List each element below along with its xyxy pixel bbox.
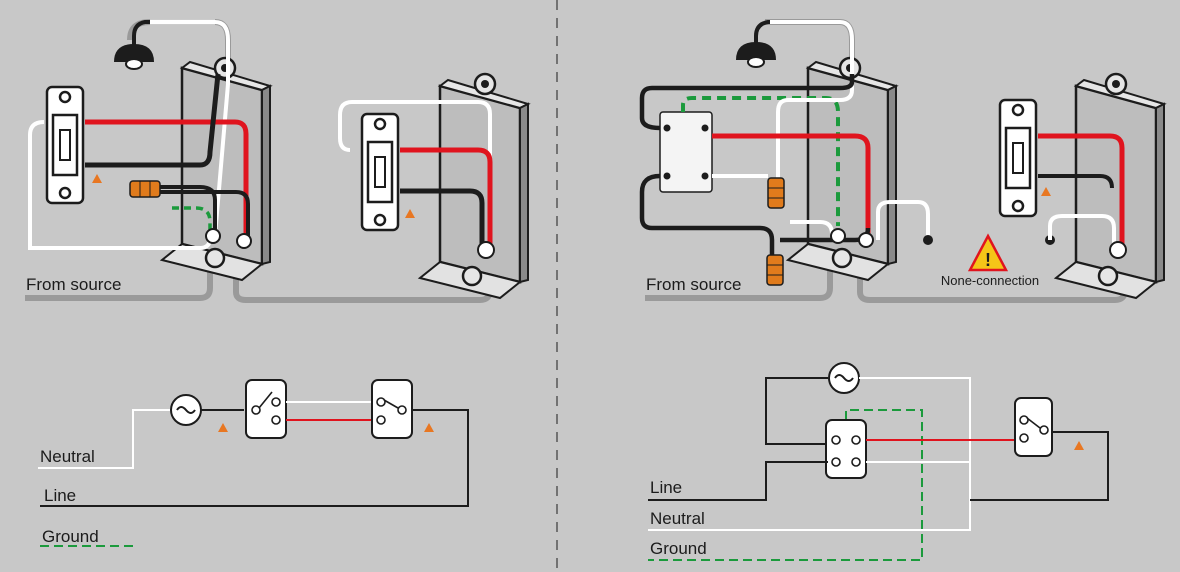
top-right-diagram: ! None-connection From source	[639, 19, 1166, 303]
warning-icon: !	[967, 233, 1009, 272]
lamp-icon	[736, 20, 776, 68]
from-source-label: From source	[26, 275, 121, 294]
smart-switch-module	[659, 111, 713, 193]
schematic-smart-switch	[825, 419, 867, 479]
legend-ground: Ground	[650, 539, 707, 558]
indicator-icon	[405, 209, 415, 218]
switch-2	[360, 112, 400, 232]
legend-line: Line	[650, 478, 682, 497]
indicator-icon	[1041, 187, 1051, 196]
switch-1	[45, 85, 85, 205]
junction-box-left	[786, 60, 898, 282]
none-connection-label: None-connection	[941, 273, 1039, 288]
indicator-icon	[424, 423, 434, 432]
indicator-icon	[218, 423, 228, 432]
from-source-label: From source	[646, 275, 741, 294]
legend-neutral: Neutral	[40, 447, 95, 466]
indicator-icon	[1074, 441, 1084, 450]
bottom-right-schematic: Line Neutral Ground	[648, 362, 1109, 561]
bottom-left-schematic: Neutral Line Ground	[38, 379, 469, 547]
indicator-icon	[92, 174, 102, 183]
svg-text:!: !	[985, 250, 991, 270]
legend-neutral: Neutral	[650, 509, 705, 528]
legend-ground: Ground	[42, 527, 99, 546]
switch-3	[998, 98, 1038, 218]
junction-box-right	[1054, 78, 1166, 300]
legend-line: Line	[44, 486, 76, 505]
lamp-icon	[114, 20, 154, 70]
top-left-diagram: From source	[25, 19, 530, 303]
